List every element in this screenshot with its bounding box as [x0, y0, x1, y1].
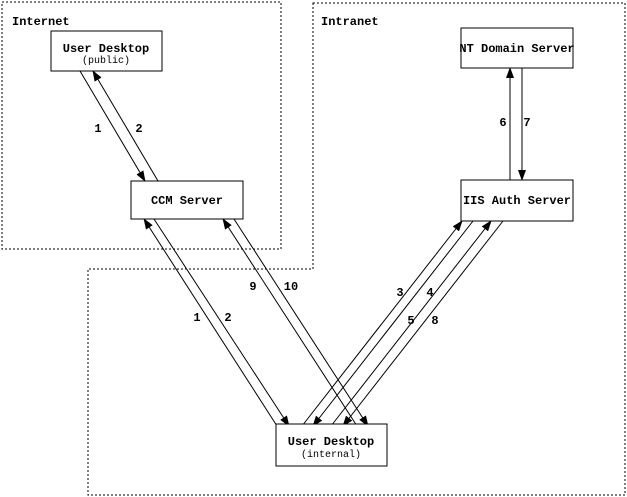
- edge-4-iis-to-internal-desktop: 4: [312, 220, 474, 427]
- edge-8-line-arrow: [342, 220, 504, 427]
- node-user-desktop-internal: User Desktop (internal): [275, 423, 388, 467]
- edge-1-internal-desktop-to-ccm: 1: [143, 218, 278, 427]
- edge-10-line-arrow: [233, 218, 369, 427]
- edge-7-nt-domain-to-iis: 7: [518, 68, 531, 181]
- edge-1-public-line-arrow: [79, 70, 146, 182]
- edge-2-internal-label: 2: [224, 311, 231, 325]
- user-desktop-internal-box: [275, 423, 388, 467]
- edge-1-internal-label: 1: [193, 311, 200, 325]
- node-iis-auth-server: IIS Auth Server: [460, 179, 574, 222]
- edge-9-label: 9: [249, 280, 256, 294]
- edge-4-label: 4: [426, 286, 433, 300]
- edge-8-iis-to-internal-desktop: 8: [342, 220, 504, 427]
- edge-4-line-arrow: [312, 220, 474, 427]
- user-desktop-internal-title: User Desktop: [288, 435, 374, 449]
- edge-2-internal-line-arrow: [153, 218, 290, 427]
- region-internet: Internet: [1, 1, 282, 250]
- edges: 1 2 1 2 9 10 3 4: [79, 67, 531, 427]
- edge-3-line-arrow: [301, 220, 463, 427]
- edge-6-iis-to-nt-domain: 6: [499, 67, 514, 180]
- ccm-server-title: CCM Server: [151, 194, 223, 208]
- edge-10-ccm-to-internal-desktop: 10: [233, 218, 369, 427]
- user-desktop-internal-subtitle: (internal): [301, 449, 361, 461]
- edge-9-internal-desktop-to-ccm: 9: [222, 218, 358, 427]
- iis-auth-server-title: IIS Auth Server: [463, 194, 571, 208]
- edge-5-line-arrow: [330, 220, 492, 427]
- user-desktop-public-box: [50, 30, 163, 72]
- iis-auth-server-box: [460, 179, 574, 222]
- edge-3-label: 3: [396, 286, 403, 300]
- intranet-region-label: Intranet: [321, 15, 379, 29]
- internet-region-label: Internet: [12, 15, 70, 29]
- edge-6-label: 6: [499, 116, 506, 130]
- ccm-server-box: [130, 180, 244, 220]
- edge-1-public-desktop-to-ccm: 1: [79, 70, 146, 182]
- edge-2-ccm-to-internal-desktop: 2: [153, 218, 290, 427]
- edge-5-internal-desktop-to-iis: 5: [330, 220, 492, 427]
- edge-2-ccm-to-public-desktop: 2: [92, 70, 159, 182]
- edge-2-public-label: 2: [135, 122, 142, 136]
- edge-10-label: 10: [284, 280, 298, 294]
- edge-1-internal-line-arrow: [143, 218, 278, 427]
- edge-1-public-label: 1: [94, 122, 101, 136]
- edge-3-internal-desktop-to-iis: 3: [301, 220, 463, 427]
- edge-2-public-line-arrow: [92, 70, 159, 182]
- edge-5-label: 5: [407, 314, 414, 328]
- user-desktop-public-title: User Desktop: [63, 42, 149, 56]
- edge-7-label: 7: [523, 116, 530, 130]
- nt-domain-server-box: [460, 27, 574, 69]
- user-desktop-public-subtitle: (public): [82, 55, 130, 67]
- node-user-desktop-public: User Desktop (public): [50, 30, 163, 72]
- intranet-region-outline: [87, 2, 626, 496]
- region-intranet: Intranet: [87, 2, 626, 496]
- edge-8-label: 8: [431, 314, 438, 328]
- nt-domain-server-title: NT Domain Server: [459, 42, 574, 56]
- internet-region-outline: [1, 1, 282, 250]
- node-ccm-server: CCM Server: [130, 180, 244, 220]
- node-nt-domain-server: NT Domain Server: [459, 27, 575, 69]
- edge-9-line-arrow: [222, 218, 358, 427]
